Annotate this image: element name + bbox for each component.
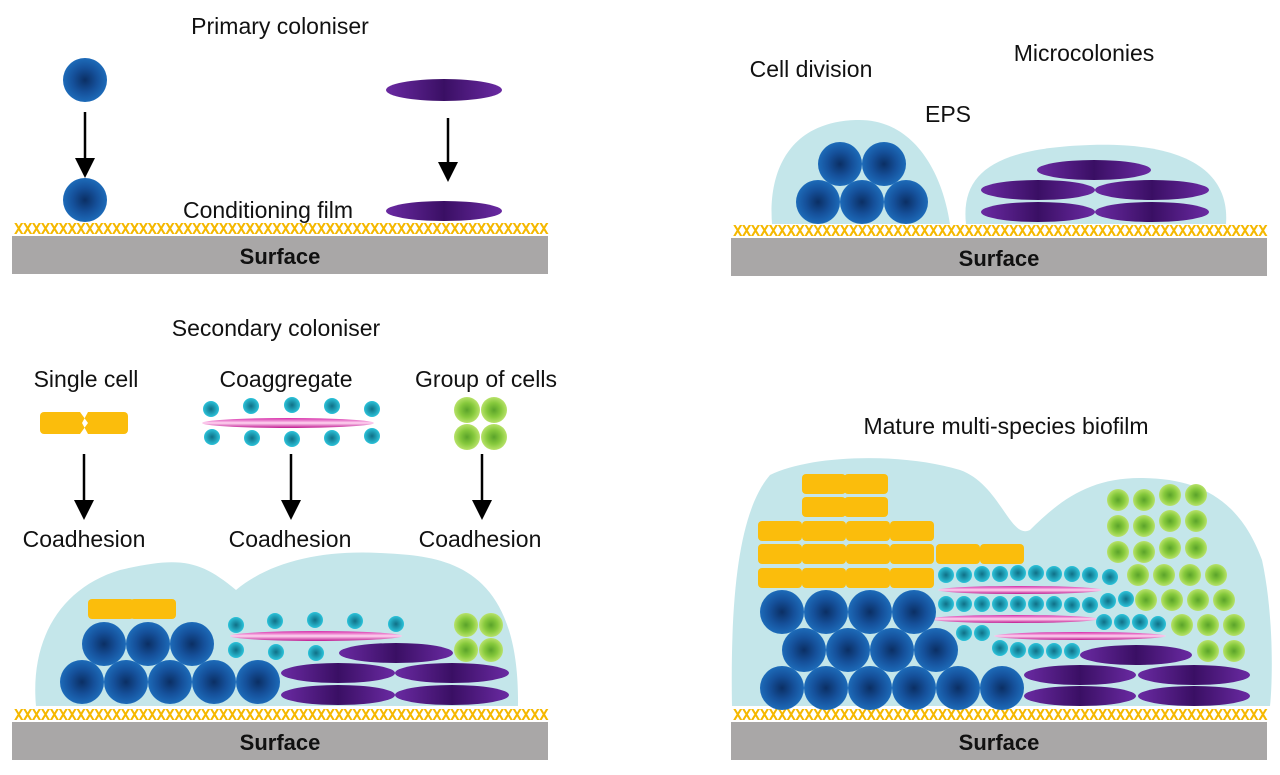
svg-text:XXXXXXXXXXXXXXXXXXXXXXXXXXXXXX: XXXXXXXXXXXXXXXXXXXXXXXXXXXXXXXXXXXXXXXX… xyxy=(733,706,1268,724)
conditioning-film: XXXXXXXXXXXXXXXXXXXXXXXXXXXXXXXXXXXXXXXX… xyxy=(14,220,1268,724)
coccus-cell xyxy=(60,660,104,704)
coaggregate-cluster xyxy=(202,397,380,447)
conditioning-film-label: Conditioning film xyxy=(183,197,353,223)
mature-biofilm-title: Mature multi-species biofilm xyxy=(863,413,1148,439)
coccus-cell xyxy=(63,58,107,102)
rod-cell xyxy=(281,663,395,683)
surface-label: Surface xyxy=(959,730,1040,755)
panel-microcolonies: Cell division Microcolonies EPS xyxy=(750,40,1209,224)
rod-cell xyxy=(395,663,509,683)
svg-text:XXXXXXXXXXXXXXXXXXXXXXXXXXXXXX: XXXXXXXXXXXXXXXXXXXXXXXXXXXXXXXXXXXXXXXX… xyxy=(14,706,549,724)
coccus-cell xyxy=(192,660,236,704)
single-cell-label: Single cell xyxy=(34,366,139,392)
rod-cell xyxy=(395,685,509,705)
surface-primary: Surface xyxy=(12,236,548,274)
rod-cell xyxy=(1095,180,1209,200)
yellow-cell-stack xyxy=(758,474,1024,588)
microcolonies-label: Microcolonies xyxy=(1014,40,1155,66)
coccus-cell xyxy=(170,622,214,666)
rod-cell xyxy=(386,201,502,221)
svg-text:XXXXXXXXXXXXXXXXXXXXXXXXXXXXXX: XXXXXXXXXXXXXXXXXXXXXXXXXXXXXXXXXXXXXXXX… xyxy=(14,220,549,238)
cell-division-label: Cell division xyxy=(750,56,873,82)
coadhesion-label: Coadhesion xyxy=(419,526,542,552)
surface-secondary: Surface xyxy=(12,722,548,760)
rod-cell xyxy=(339,643,453,663)
surface-label: Surface xyxy=(959,246,1040,271)
rod-cell xyxy=(981,202,1095,222)
coccus-cell xyxy=(63,178,107,222)
coccus-cell xyxy=(82,622,126,666)
coccus-cell xyxy=(236,660,280,704)
rod-cell xyxy=(981,180,1095,200)
rod-cell xyxy=(1037,160,1151,180)
panel-secondary-coloniser: Secondary coloniser Single cell Coaggreg… xyxy=(23,315,557,705)
surface-mature: Surface xyxy=(731,722,1267,760)
coccus-cell xyxy=(862,142,906,186)
rod-cluster xyxy=(1024,645,1250,706)
rod-cell xyxy=(1095,202,1209,222)
panel-mature-biofilm: Mature multi-species biofilm xyxy=(758,413,1250,710)
green-cell-group xyxy=(454,613,503,662)
surface-label: Surface xyxy=(240,244,321,269)
coccus-cluster xyxy=(760,590,1024,710)
coccus-cell xyxy=(884,180,928,224)
group-of-cells-label: Group of cells xyxy=(415,366,557,392)
coccus-cell xyxy=(796,180,840,224)
teal-cell-band xyxy=(930,565,1166,659)
yellow-cell-pair xyxy=(88,599,176,619)
surface-growth: Surface xyxy=(731,238,1267,276)
coccus-cell xyxy=(840,180,884,224)
coaggregate-cluster xyxy=(228,612,404,661)
green-cell-group xyxy=(454,397,507,450)
coadhesion-label: Coadhesion xyxy=(229,526,352,552)
coaggregate-label: Coaggregate xyxy=(220,366,353,392)
single-yellow-cell xyxy=(40,412,128,434)
secondary-coloniser-title: Secondary coloniser xyxy=(172,315,381,341)
rod-cell xyxy=(281,685,395,705)
coadhesion-label: Coadhesion xyxy=(23,526,146,552)
rod-cell xyxy=(386,79,502,101)
svg-text:XXXXXXXXXXXXXXXXXXXXXXXXXXXXXX: XXXXXXXXXXXXXXXXXXXXXXXXXXXXXXXXXXXXXXXX… xyxy=(733,222,1268,240)
eps-label: EPS xyxy=(925,101,971,127)
coccus-cell xyxy=(104,660,148,704)
panel-primary-coloniser: Primary coloniser Conditioning film xyxy=(63,13,502,223)
green-cell-stack xyxy=(1107,484,1245,662)
surface-label: Surface xyxy=(240,730,321,755)
primary-coloniser-title: Primary coloniser xyxy=(191,13,369,39)
coccus-cell xyxy=(126,622,170,666)
coccus-cell xyxy=(818,142,862,186)
coccus-cell xyxy=(148,660,192,704)
